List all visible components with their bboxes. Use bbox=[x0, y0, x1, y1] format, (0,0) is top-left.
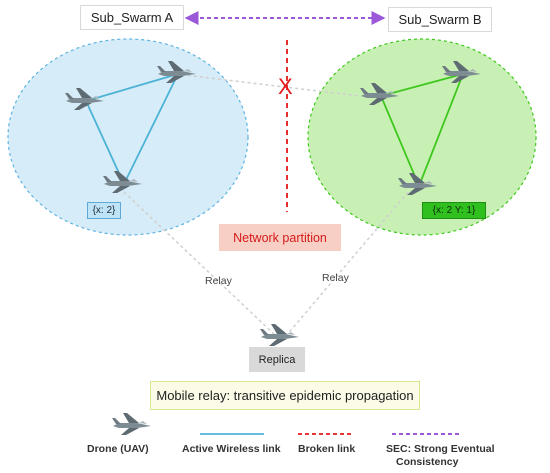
relay-link-right bbox=[285, 191, 409, 337]
replica-label: Replica bbox=[249, 347, 305, 372]
jet-drone-icon bbox=[260, 324, 299, 346]
swarm-b-title: Sub_Swarm B bbox=[388, 7, 492, 32]
partition-mark: X bbox=[278, 74, 293, 99]
swarm-b-active-links bbox=[379, 72, 465, 189]
partition-label: Network partition bbox=[219, 224, 341, 251]
legend-broken-label: Broken link bbox=[298, 443, 356, 455]
broken-swarm-link bbox=[175, 73, 361, 97]
legend-active-label: Active Wireless link bbox=[182, 443, 281, 455]
relay-label-right: Relay bbox=[322, 272, 349, 284]
swarm-a-title: Sub_Swarm A bbox=[80, 5, 184, 30]
swarm-a-state: {x: 2} bbox=[87, 202, 121, 219]
legend-sec-label: SEC: Strong Eventual Consistency bbox=[386, 443, 495, 469]
swarm-a-region bbox=[7, 38, 249, 236]
legend-drone-label: Drone (UAV) bbox=[87, 443, 149, 455]
relay-link-left bbox=[123, 191, 277, 337]
mobile-relay-note: Mobile relay: transitive epidemic propag… bbox=[150, 381, 420, 410]
legend-sec-line2: Consistency bbox=[396, 456, 459, 468]
swarm-a-active-links bbox=[84, 72, 180, 187]
legend-drone-icon bbox=[112, 413, 151, 435]
swarm-b-state: {x: 2 Y: 1} bbox=[422, 202, 486, 219]
relay-label-left: Relay bbox=[205, 275, 232, 287]
legend-sec-line1: SEC: Strong Eventual bbox=[386, 443, 495, 455]
swarm-b-region bbox=[307, 38, 537, 236]
